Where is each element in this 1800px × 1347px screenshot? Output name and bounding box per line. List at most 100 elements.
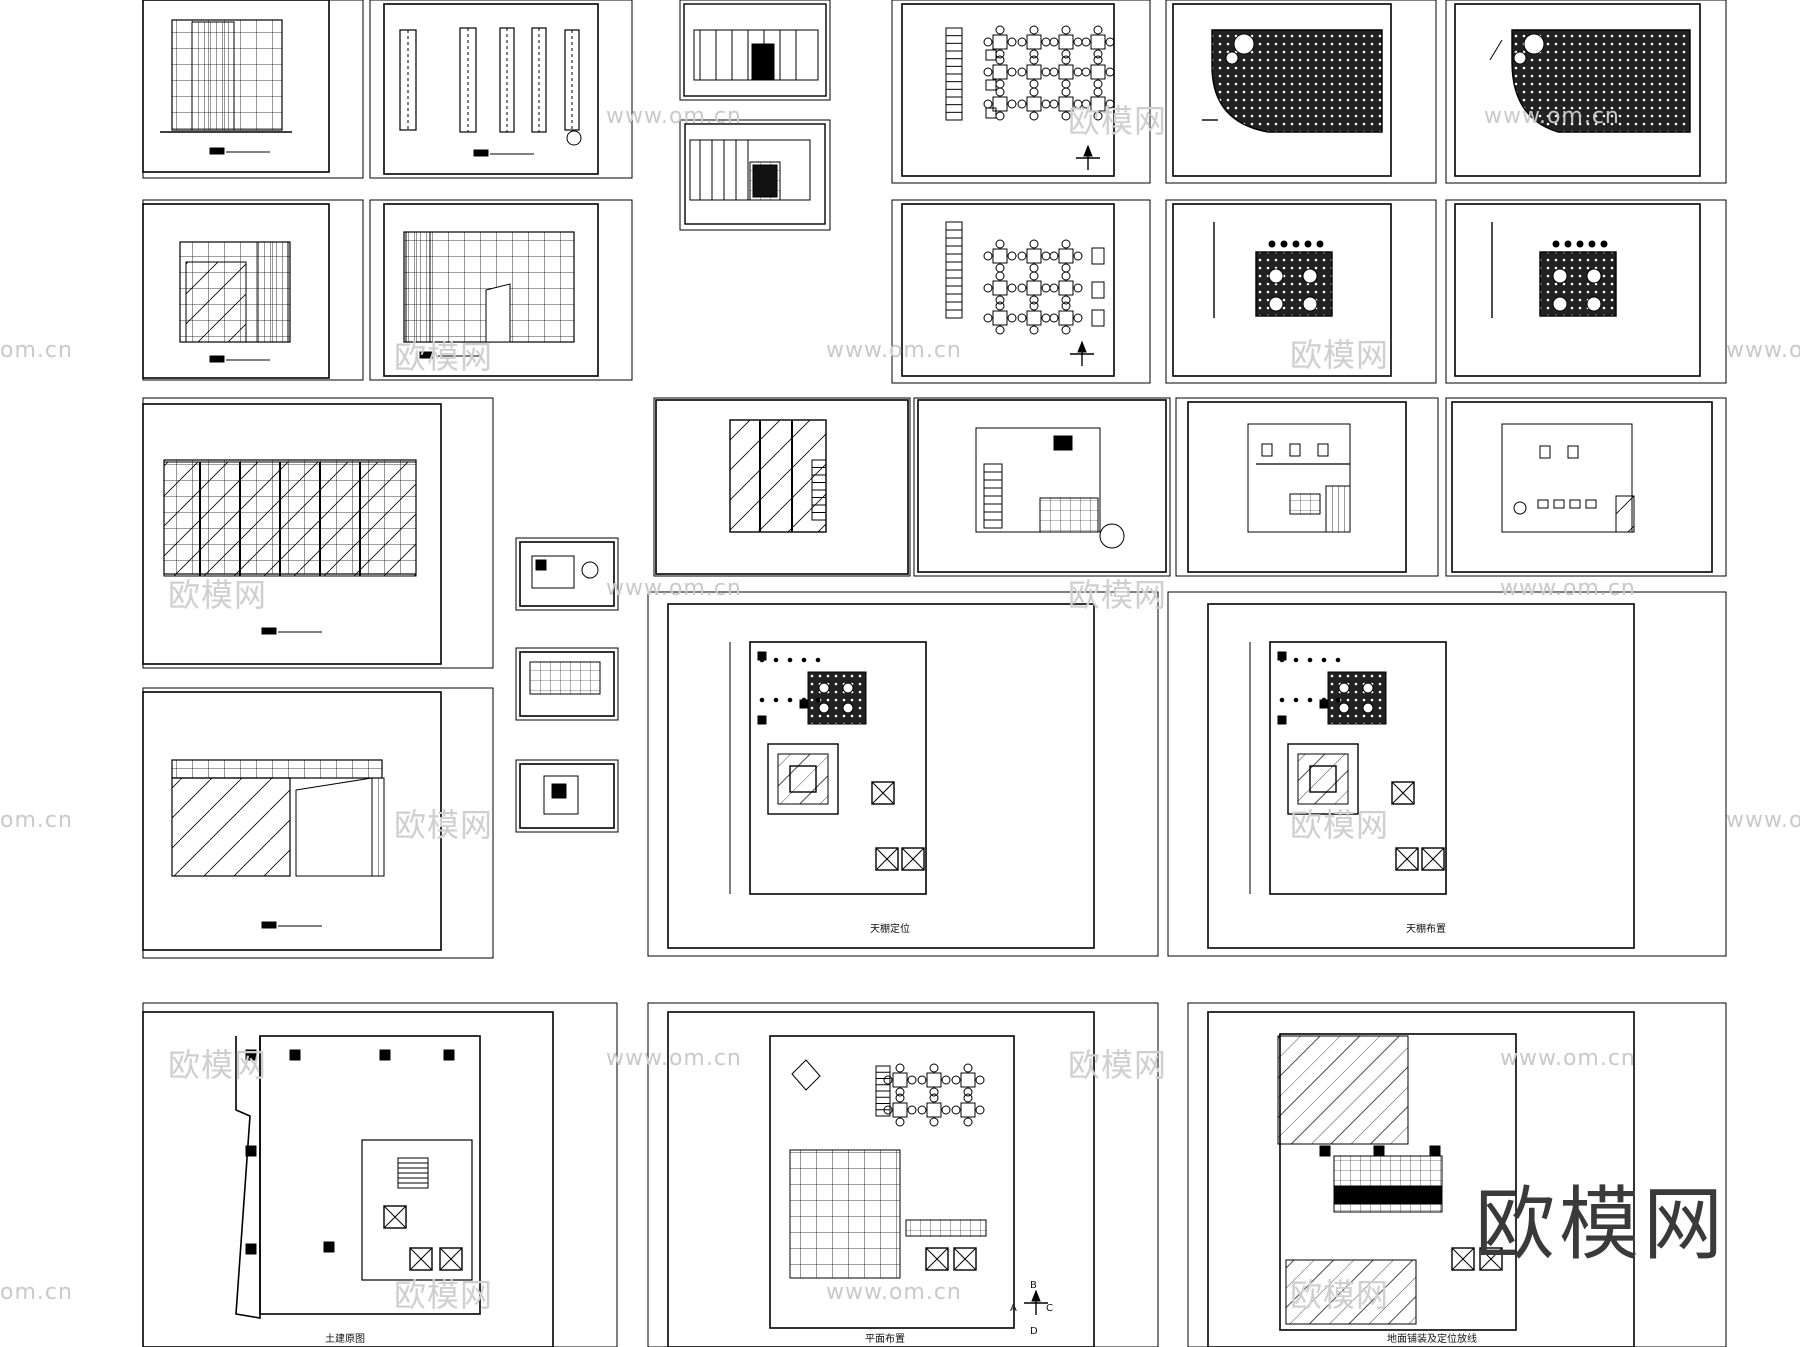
chair [995, 79, 1005, 89]
chair [1029, 25, 1039, 35]
chair [941, 1075, 951, 1085]
sheet-inner-frame [1187, 401, 1407, 573]
atrium-frame [1287, 743, 1359, 815]
ceiling-light [759, 697, 765, 703]
chair [995, 301, 1005, 311]
chair [1049, 67, 1059, 77]
pendant-light [1567, 445, 1579, 459]
sheet-inner-frame [667, 603, 1095, 949]
booth-seat [985, 49, 997, 61]
column [245, 1145, 257, 1157]
section-outline [975, 427, 1101, 533]
chair [907, 1075, 917, 1085]
chair [1093, 55, 1103, 65]
table-set [1049, 25, 1083, 59]
chair [1061, 295, 1071, 305]
leader-line [1489, 39, 1503, 61]
spot-light [1304, 240, 1312, 248]
sheet-outer-frame [647, 591, 1159, 957]
elevation-panel [171, 759, 383, 779]
watermark-url: www.om.cn [606, 576, 742, 601]
chair [1061, 301, 1071, 311]
detail-block [543, 775, 579, 815]
table [1090, 96, 1106, 112]
pendant-light [1338, 682, 1350, 694]
sheet-inner-frame [1207, 1011, 1635, 1347]
chair [895, 1087, 905, 1097]
table-set [1017, 25, 1051, 59]
detail-fill [551, 783, 567, 799]
elevator-cross [875, 847, 899, 871]
chair [963, 1063, 973, 1073]
pendant-light [818, 682, 830, 694]
table [1026, 64, 1042, 80]
chair [1093, 87, 1103, 97]
watermark-url: www.om.cn [826, 1280, 962, 1305]
watermark-url-edge: om.cn [0, 808, 73, 833]
wall-edge [371, 777, 385, 877]
chair [895, 1117, 905, 1127]
table [1026, 280, 1042, 296]
section-detail [499, 27, 515, 133]
detail-grid [529, 661, 601, 695]
table [1026, 96, 1042, 112]
table-set [983, 25, 1017, 59]
drawing-title-tag [419, 351, 435, 359]
watermark-brand: 欧模网 [1068, 102, 1168, 140]
angled-panel [295, 777, 373, 877]
spot-light [1268, 240, 1276, 248]
ceiling-light [1307, 657, 1313, 663]
booth-seat [985, 79, 997, 91]
sheet-inner-frame [142, 691, 442, 951]
chair [1105, 99, 1115, 109]
pendant-light [1268, 268, 1284, 284]
column [379, 1049, 391, 1061]
compass-label-d: D [1030, 1326, 1038, 1337]
table-set [1081, 25, 1115, 59]
detail-circle [1099, 523, 1125, 549]
spot-light [1316, 240, 1324, 248]
detail-fill [535, 559, 547, 571]
sheet-inner-frame [683, 3, 827, 97]
watermark-url: www.om.cn [606, 104, 742, 129]
chair [1073, 67, 1083, 77]
doorway [751, 43, 775, 81]
table [992, 310, 1008, 326]
ceiling-feature [1233, 33, 1255, 55]
corridor-dark [1333, 1185, 1443, 1205]
pendant-light [1268, 296, 1284, 312]
chair [1007, 67, 1017, 77]
chair [917, 1075, 927, 1085]
table [1026, 34, 1042, 50]
chair [1029, 271, 1039, 281]
atrium-pattern [777, 753, 829, 805]
chair [1073, 313, 1083, 323]
pendant-light [1302, 296, 1318, 312]
wall-fixture [1537, 499, 1549, 509]
ceiling-feature [1225, 51, 1239, 65]
pendant-light [842, 702, 854, 714]
table [1058, 34, 1074, 50]
chair [1029, 325, 1039, 335]
compass-label-c: C [1046, 1303, 1053, 1314]
north-arrow-head [1031, 1289, 1041, 1302]
furniture-elev [1289, 493, 1321, 515]
atrium-core [1309, 765, 1337, 793]
elevator-shaft [953, 1247, 977, 1271]
chair [1017, 37, 1027, 47]
chair [1081, 37, 1091, 47]
spot-light [1280, 240, 1288, 248]
chair [907, 1105, 917, 1115]
table [892, 1072, 908, 1088]
chair [1073, 251, 1083, 261]
column [289, 1049, 301, 1061]
chair [995, 25, 1005, 35]
ceiling-light [787, 697, 793, 703]
table-set [1017, 55, 1051, 89]
chair [983, 313, 993, 323]
ceiling-light [1279, 697, 1285, 703]
table [1090, 34, 1106, 50]
chair [983, 99, 993, 109]
chair [1061, 79, 1071, 89]
ceiling-light [1335, 697, 1341, 703]
